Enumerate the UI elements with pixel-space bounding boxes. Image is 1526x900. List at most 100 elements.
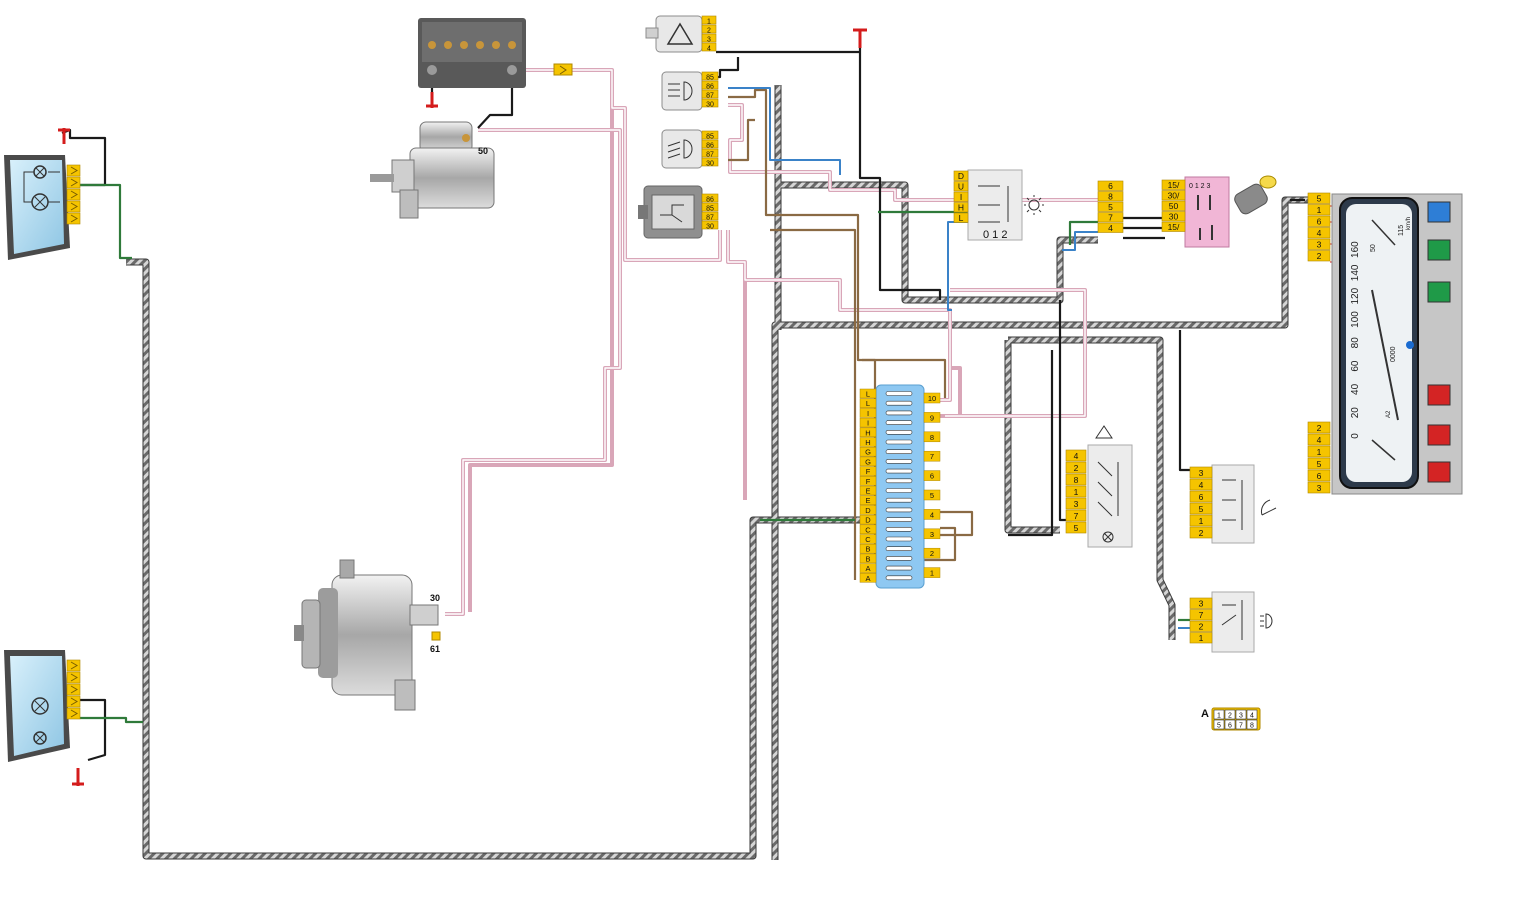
connector-pin-label: 2 — [1199, 622, 1204, 632]
fuse-left-label: A — [865, 574, 870, 583]
fuse — [885, 546, 913, 552]
connector-pin-label: 2 — [1317, 423, 1322, 433]
fuse — [885, 400, 913, 406]
fuse-row: B — [859, 543, 913, 554]
fuse — [885, 536, 913, 542]
connector-pin-label: 85 — [706, 205, 714, 212]
connector-pin — [1189, 466, 1213, 479]
battery-positive-terminal — [507, 65, 517, 75]
connector-pin — [1097, 222, 1124, 233]
speed-scale-label: 140 — [1350, 264, 1361, 281]
low-beam-icon — [683, 139, 693, 159]
fuse-row: H — [859, 437, 913, 447]
connector-pin — [701, 33, 717, 43]
high-beam-icon — [683, 81, 693, 101]
fuse-right-label: 6 — [930, 472, 934, 481]
connector-pin — [953, 212, 969, 223]
connector-pin-label: 6 — [1199, 492, 1204, 502]
connector-pin-label: 7 — [1199, 610, 1204, 620]
connector-pin — [1097, 201, 1124, 212]
fuse-row: I — [859, 417, 913, 428]
connector-pin — [66, 695, 81, 708]
fuse-row: G — [859, 456, 913, 466]
connector-pin-label: 8 — [1108, 192, 1113, 202]
fuse — [885, 556, 913, 561]
connector-pin-label: 6 — [1317, 217, 1322, 227]
connector-pin — [701, 15, 717, 25]
connector-pin-label: 4 — [1199, 480, 1204, 490]
connector-pin — [1065, 473, 1087, 486]
low-beam-switch — [1211, 591, 1273, 653]
connector-pin-label: 87 — [706, 214, 714, 221]
connector-pin-label: 15/ — [1168, 180, 1180, 190]
fuse — [885, 507, 913, 513]
oil-pressure-telltale-icon — [1427, 424, 1451, 446]
fuse — [885, 565, 913, 571]
connector-pin-label: 30 — [706, 101, 714, 108]
fuse-left-label: G — [865, 448, 871, 457]
connector-pin-label: 86 — [706, 142, 714, 149]
connector-pin — [701, 139, 719, 149]
connector-pin-label: 1 — [1199, 516, 1204, 526]
connector-legend-letter: A — [1201, 708, 1209, 720]
headlight-icon — [1260, 613, 1273, 629]
temp-label-low: 50 — [1370, 244, 1377, 252]
connector-pin-label: 7 — [1074, 511, 1079, 521]
wiper-switch — [1211, 464, 1277, 544]
temp-label-high: 115 — [1398, 225, 1405, 236]
fuse — [885, 391, 913, 396]
fuel-label: A2 — [1386, 410, 1392, 418]
connector-pin — [701, 42, 717, 52]
connector-pin — [1161, 221, 1186, 232]
fuse-right-label: 9 — [930, 413, 934, 422]
connector-pin-label: 87 — [706, 92, 714, 99]
connector-pin — [953, 202, 969, 213]
fuse-right-label: 10 — [928, 394, 936, 403]
fuse — [885, 575, 913, 581]
wiper-icon — [1261, 499, 1277, 516]
connector-pin-label: 4 — [1317, 228, 1322, 238]
connector-pin — [1189, 609, 1213, 621]
connector-pin — [701, 98, 719, 108]
connector-pin-label: I — [960, 192, 962, 202]
connector-pin-label: 7 — [1108, 213, 1113, 223]
legend-cell — [1213, 709, 1225, 720]
connector-pin — [1307, 457, 1331, 470]
connector-pin-label: 30/ — [1168, 191, 1180, 201]
legend-cell-label: 2 — [1228, 713, 1232, 720]
connector-pin — [1097, 212, 1124, 223]
connector-pin — [701, 211, 719, 221]
connector-pin — [1307, 238, 1331, 250]
fuse-left-label: C — [865, 535, 871, 544]
connector-pin — [701, 193, 719, 203]
speed-scale-label: 20 — [1350, 407, 1361, 419]
fuse-right-label: 1 — [930, 569, 934, 578]
legend-cell-label: 5 — [1217, 723, 1221, 730]
connector-pin-label: 5 — [1199, 504, 1204, 514]
speed-scale-label: 160 — [1350, 241, 1361, 258]
connector-pin — [1189, 597, 1213, 609]
fuse-right-label: 4 — [930, 510, 934, 519]
legend-cell — [1235, 719, 1247, 730]
fuse-row: L — [859, 388, 913, 399]
connector-pin — [701, 80, 719, 90]
brake-telltale-icon — [1427, 461, 1451, 483]
connector-pin-label: 2 — [707, 27, 711, 34]
connector-pin-label: 4 — [1108, 223, 1113, 233]
connector-pin — [1307, 469, 1331, 482]
connector-pin — [1097, 180, 1124, 191]
connector-pin — [953, 181, 969, 192]
speed-scale-label: 40 — [1350, 383, 1361, 395]
fuse-left-label: B — [865, 554, 870, 563]
wires — [58, 28, 1461, 786]
connector-pin-label: 30 — [706, 160, 714, 167]
legend-cell-label: 1 — [1217, 713, 1221, 720]
fuse — [885, 468, 913, 474]
connector-pin — [701, 202, 719, 212]
battery-negative-terminal — [427, 65, 437, 75]
hazard-switch-icon — [1095, 425, 1113, 439]
legend-cell — [1235, 709, 1247, 720]
